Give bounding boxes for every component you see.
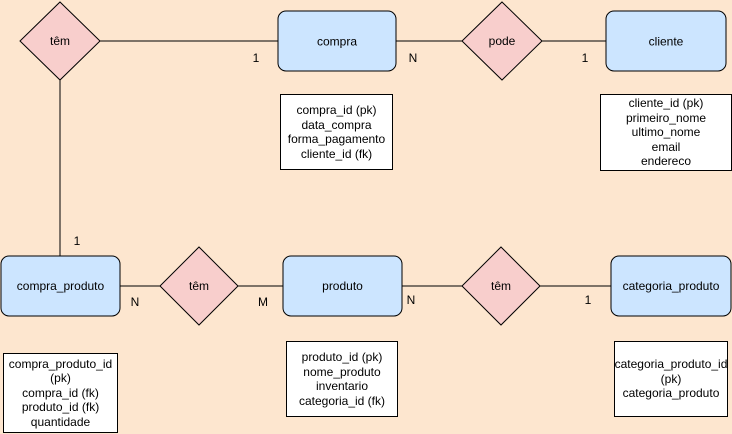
attribute: cliente_id (fk) (300, 146, 373, 161)
attribute: data_compra (301, 117, 372, 132)
attribute: cliente_id (pk) (628, 96, 704, 111)
attribute: forma_pagamento (287, 132, 386, 146)
relationship-label-pode: pode (489, 34, 516, 48)
attribute: inventario (315, 379, 369, 393)
relationship-tem-compra-produto[interactable]: têm (19, 1, 101, 81)
cardinality-compra-pode: N (409, 51, 418, 65)
attribute: categoria_produto (622, 386, 720, 401)
entity-label-categoria-produto: categoria_produto (623, 279, 720, 293)
cardinality-labels: 1 N 1 1 N M N 1 (74, 51, 592, 309)
relationship-label-tem-2: têm (189, 279, 209, 293)
attribute: produto_id (fk) (21, 400, 100, 415)
relationship-tem-produto-categoria[interactable]: têm (461, 246, 541, 326)
attribute: ultimo_nome (631, 125, 701, 140)
relationship-pode[interactable]: pode (461, 1, 543, 81)
cardinality-categoria: 1 (585, 293, 592, 307)
entity-categoria-produto[interactable]: categoria_produto (610, 255, 732, 317)
attributes-compra-produto: compra_produto_id (pk) compra_id (fk) pr… (3, 353, 118, 433)
attribute: compra_id (fk) (22, 385, 99, 400)
attributes-categoria-produto: categoria_produto_id (pk) categoria_prod… (614, 341, 728, 417)
entity-label-compra-produto: compra_produto (17, 279, 105, 293)
cardinality-produto-right: N (407, 293, 416, 307)
attribute: categoria_produto_id (614, 357, 728, 372)
attribute: (pk) (660, 371, 682, 386)
attribute: categoria_id (fk) (298, 393, 386, 408)
attribute: compra_id (pk) (296, 103, 377, 117)
attributes-cliente: cliente_id (pk) primeiro_nome ultimo_nom… (600, 94, 732, 171)
entity-label-compra: compra (317, 35, 357, 49)
relationship-tem-produto-compra[interactable]: têm (159, 246, 239, 326)
attributes-produto: produto_id (pk) nome_produto inventario … (286, 341, 398, 417)
entity-produto[interactable]: produto (282, 255, 403, 317)
attribute: endereco (640, 154, 692, 169)
entity-compra[interactable]: compra (277, 10, 397, 72)
relationship-label-tem-3: têm (491, 279, 511, 293)
cardinality-compra-produto-top: 1 (74, 234, 81, 248)
connector-lines (59, 40, 611, 287)
entity-compra-produto[interactable]: compra_produto (0, 255, 121, 317)
attribute: quantidade (30, 414, 91, 429)
cardinality-cliente-pode: 1 (582, 51, 589, 65)
attribute: (pk) (50, 371, 71, 386)
attribute: primeiro_nome (625, 110, 707, 125)
entity-cliente[interactable]: cliente (605, 10, 727, 72)
attribute: email (651, 139, 681, 154)
relationship-label-tem-1: têm (50, 34, 70, 48)
entity-label-produto: produto (322, 279, 363, 293)
entity-label-cliente: cliente (649, 35, 684, 49)
attribute: nome_produto (303, 364, 381, 379)
cardinality-compra-produto-right: N (131, 295, 140, 309)
attribute: compra_produto_id (8, 356, 113, 371)
attributes-compra: compra_id (pk) data_compra forma_pagamen… (280, 94, 393, 170)
cardinality-produto-left: M (258, 295, 268, 309)
cardinality-compra-tem: 1 (253, 51, 260, 65)
attribute: produto_id (pk) (301, 350, 383, 364)
